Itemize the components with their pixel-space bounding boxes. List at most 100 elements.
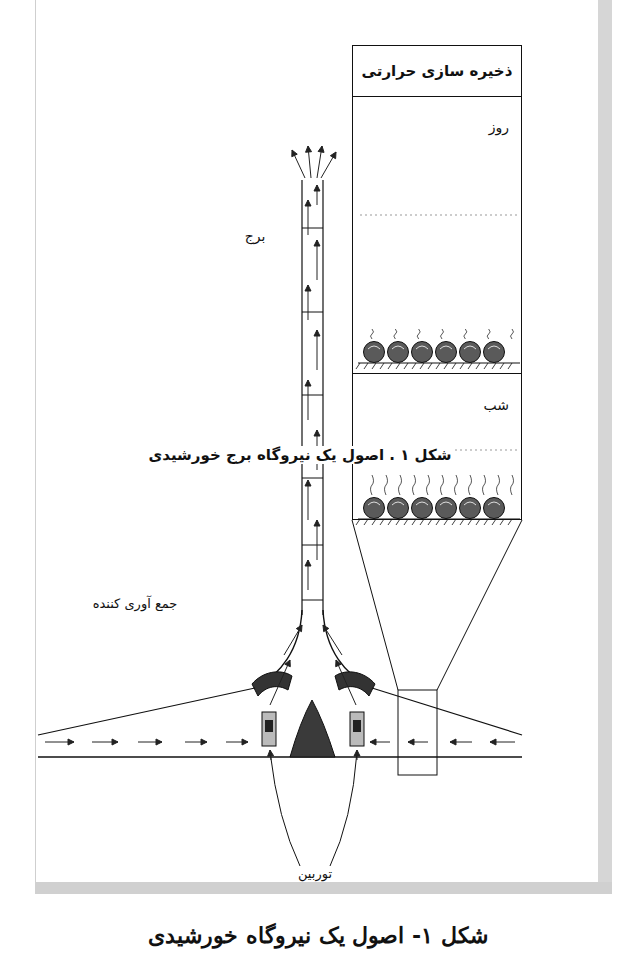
storage-hatch xyxy=(428,363,432,369)
water-tube xyxy=(484,498,505,519)
airflow-arrow-head xyxy=(112,739,118,745)
heat-wave xyxy=(371,329,374,339)
turbine-housing xyxy=(252,672,292,696)
collector-label: جمع آوری کننده xyxy=(91,596,180,611)
airflow-arrow-head xyxy=(156,739,162,745)
exhaust-arrow-head xyxy=(306,146,312,152)
figure-title-overlay: شکل ۱ . اصول یک نیروگاه برج خورشیدی xyxy=(147,446,454,464)
dotted-level xyxy=(360,215,518,216)
updraft-arrow-head xyxy=(305,560,311,566)
water-tube xyxy=(412,498,433,519)
updraft-arrow-head xyxy=(305,200,311,206)
storage-hatch xyxy=(420,363,424,369)
heat-wave xyxy=(394,329,397,339)
tube-highlight xyxy=(440,346,452,349)
water-tube xyxy=(412,342,433,363)
inflow-arrow xyxy=(284,625,302,655)
central-cone xyxy=(290,700,335,757)
tube-highlight xyxy=(392,346,404,349)
storage-hatch xyxy=(500,363,504,369)
turbine-label: توربین xyxy=(296,866,334,881)
airflow-arrow-head xyxy=(201,739,207,745)
inflow-arrow-head xyxy=(323,625,329,632)
scan-shadow xyxy=(35,882,612,894)
airflow-arrow-head xyxy=(450,739,456,745)
heat-wave xyxy=(385,475,388,495)
inflow-arrow xyxy=(336,660,356,705)
updraft-arrow-head xyxy=(305,480,311,486)
updraft-arrow-head xyxy=(314,430,320,436)
updraft-arrow-head xyxy=(314,520,320,526)
leader-line xyxy=(270,752,300,866)
tower-segment-line xyxy=(302,228,323,229)
updraft-arrow-head xyxy=(305,285,311,291)
tube-highlight xyxy=(464,346,476,349)
tube-highlight xyxy=(368,502,380,505)
heat-wave xyxy=(455,475,458,495)
tube-highlight xyxy=(416,502,428,505)
airflow-arrow-head xyxy=(370,739,376,745)
zoom-funnel-line xyxy=(352,520,398,690)
tower-label: برج xyxy=(243,228,268,244)
heat-wave xyxy=(469,475,472,495)
tower-wall xyxy=(301,180,302,615)
updraft-arrow-head xyxy=(314,240,320,246)
heat-wave xyxy=(399,475,402,495)
turbine-housing xyxy=(335,672,375,696)
scan-shadow xyxy=(598,0,612,892)
exhaust-arrow-head xyxy=(330,152,336,159)
heat-wave xyxy=(511,475,514,495)
heat-wave xyxy=(441,475,444,495)
storage-hatch xyxy=(484,363,488,369)
band-label: روز xyxy=(489,118,509,136)
water-tube xyxy=(388,498,409,519)
water-tube xyxy=(364,498,385,519)
storage-hatch xyxy=(364,363,368,369)
inflow-arrow xyxy=(323,625,342,655)
inflow-arrow-head xyxy=(285,660,290,667)
band-label: شب xyxy=(484,396,509,414)
tube-highlight xyxy=(488,502,500,505)
tube-highlight xyxy=(440,502,452,505)
storage-hatch xyxy=(372,363,376,369)
tube-highlight xyxy=(464,502,476,505)
storage-hatch xyxy=(404,363,408,369)
tower-segment-line xyxy=(302,312,323,313)
storage-hatch xyxy=(492,363,496,369)
tube-highlight xyxy=(392,502,404,505)
exhaust-arrow-head xyxy=(292,150,297,157)
heat-wave xyxy=(413,475,416,495)
tower-wall xyxy=(322,180,323,615)
water-tube xyxy=(460,342,481,363)
tower-segment-line xyxy=(302,600,323,601)
turbine-symbol xyxy=(262,712,276,746)
water-tube xyxy=(388,342,409,363)
leader-line xyxy=(330,752,357,866)
ground-line xyxy=(38,756,522,758)
storage-hatch xyxy=(356,363,360,369)
tower-segment-line xyxy=(302,478,323,479)
leader-head-head xyxy=(268,750,274,756)
panel-heading: ذخیره سازی حرارتی xyxy=(353,46,521,97)
collector-roof xyxy=(372,688,522,735)
inflow-arrow xyxy=(270,660,290,705)
heat-wave xyxy=(483,475,486,495)
turbine-symbol xyxy=(353,720,361,732)
storage-hatch xyxy=(380,363,384,369)
storage-hatch xyxy=(476,363,480,369)
water-tube xyxy=(436,342,457,363)
airflow-arrow-head xyxy=(408,739,414,745)
turbine-symbol xyxy=(350,712,364,746)
airflow-arrow-head xyxy=(68,739,74,745)
water-tube xyxy=(484,342,505,363)
heat-wave xyxy=(464,329,467,339)
leader-head-head xyxy=(354,750,360,756)
turbine-symbol xyxy=(265,720,273,732)
airflow-arrow-head xyxy=(242,739,248,745)
tube-highlight xyxy=(368,346,380,349)
heat-wave xyxy=(417,329,420,339)
storage-band: روز xyxy=(353,96,521,373)
storage-hatch xyxy=(460,363,464,369)
heat-wave xyxy=(441,329,444,339)
